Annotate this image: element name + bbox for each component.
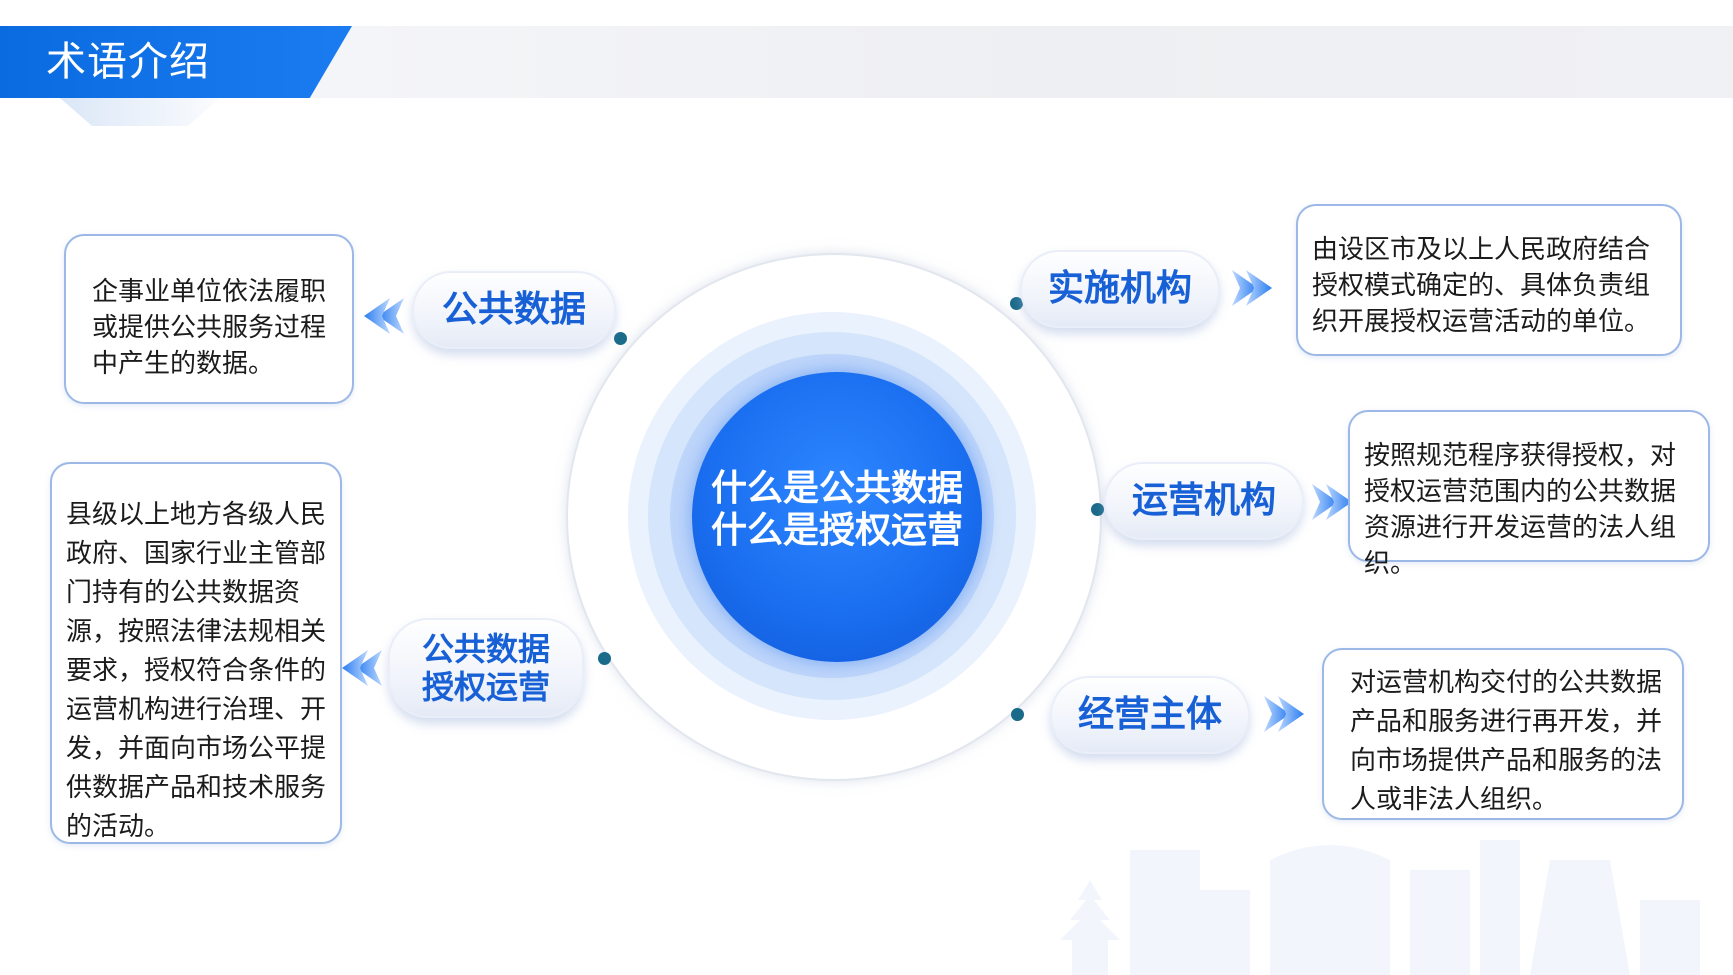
center-title-line1: 什么是公共数据 [710,468,963,509]
arrow-right-icon [1264,696,1304,732]
desc-box-public-data: 企事业单位依法履职或提供公共服务过程中产生的数据。 [64,234,354,404]
desc-box-operating-agency: 按照规范程序获得授权，对授权运营范围内的公共数据资源进行开发运营的法人组织。 [1348,410,1710,579]
desc-text-authorized-operation: 县级以上地方各级人民政府、国家行业主管部门持有的公共数据资源，按照法律法规相关要… [66,500,327,842]
desc-text-public-data: 企事业单位依法履职或提供公共服务过程中产生的数据。 [92,277,327,379]
center-title-line2: 什么是授权运营 [710,510,963,551]
connector-dot-public-data [614,332,627,345]
arrow-left-icon [342,650,382,686]
connector-dot-operating-agency [1091,503,1104,516]
center-core-circle [692,372,982,662]
term-pill-public-data: 公共数据 [412,271,616,349]
term-label-operating-agency: 运营机构 [1131,480,1276,521]
arrow-right-icon [1232,270,1272,306]
arrow-left-icon [364,298,404,334]
desc-text-operating-agency: 按照规范程序获得授权，对授权运营范围内的公共数据资源进行开发运营的法人组织。 [1364,441,1677,579]
term-label-public-data: 公共数据 [441,289,586,330]
desc-box-authorized-operation: 县级以上地方各级人民政府、国家行业主管部门持有的公共数据资源，按照法律法规相关要… [50,462,342,844]
page-title: 术语介绍 [46,39,210,85]
desc-text-business-entity: 对运营机构交付的公共数据产品和服务进行再开发，并向市场提供产品和服务的法人或非法… [1350,668,1663,815]
desc-box-business-entity: 对运营机构交付的公共数据产品和服务进行再开发，并向市场提供产品和服务的法人或非法… [1322,648,1684,820]
connector-dot-implementing-agency [1010,297,1023,310]
desc-text-implementing-agency: 由设区市及以上人民政府结合授权模式确定的、具体负责组织开展授权运营活动的单位。 [1312,235,1651,337]
term-pill-implementing-agency: 实施机构 [1020,250,1220,328]
term-pill-business-entity: 经营主体 [1050,676,1250,754]
desc-box-implementing-agency: 由设区市及以上人民政府结合授权模式确定的、具体负责组织开展授权运营活动的单位。 [1296,204,1682,356]
term-pill-operating-agency: 运营机构 [1104,462,1304,540]
term-label-authorized-operation-line1: 公共数据 [421,630,550,668]
title-ribbon-shadow [60,98,220,126]
title-ribbon [0,26,352,98]
center-title: 什么是公共数据 什么是授权运营 [692,468,982,552]
arrow-right-icon [1312,484,1352,520]
term-pill-authorized-operation: 公共数据 授权运营 [388,618,584,718]
connector-dot-authorized-operation [598,652,611,665]
connector-dot-business-entity [1011,708,1024,721]
city-skyline-decoration [1060,840,1700,975]
term-label-authorized-operation-line2: 授权运营 [421,668,550,706]
term-label-implementing-agency: 实施机构 [1047,268,1192,309]
term-label-business-entity: 经营主体 [1077,694,1222,735]
